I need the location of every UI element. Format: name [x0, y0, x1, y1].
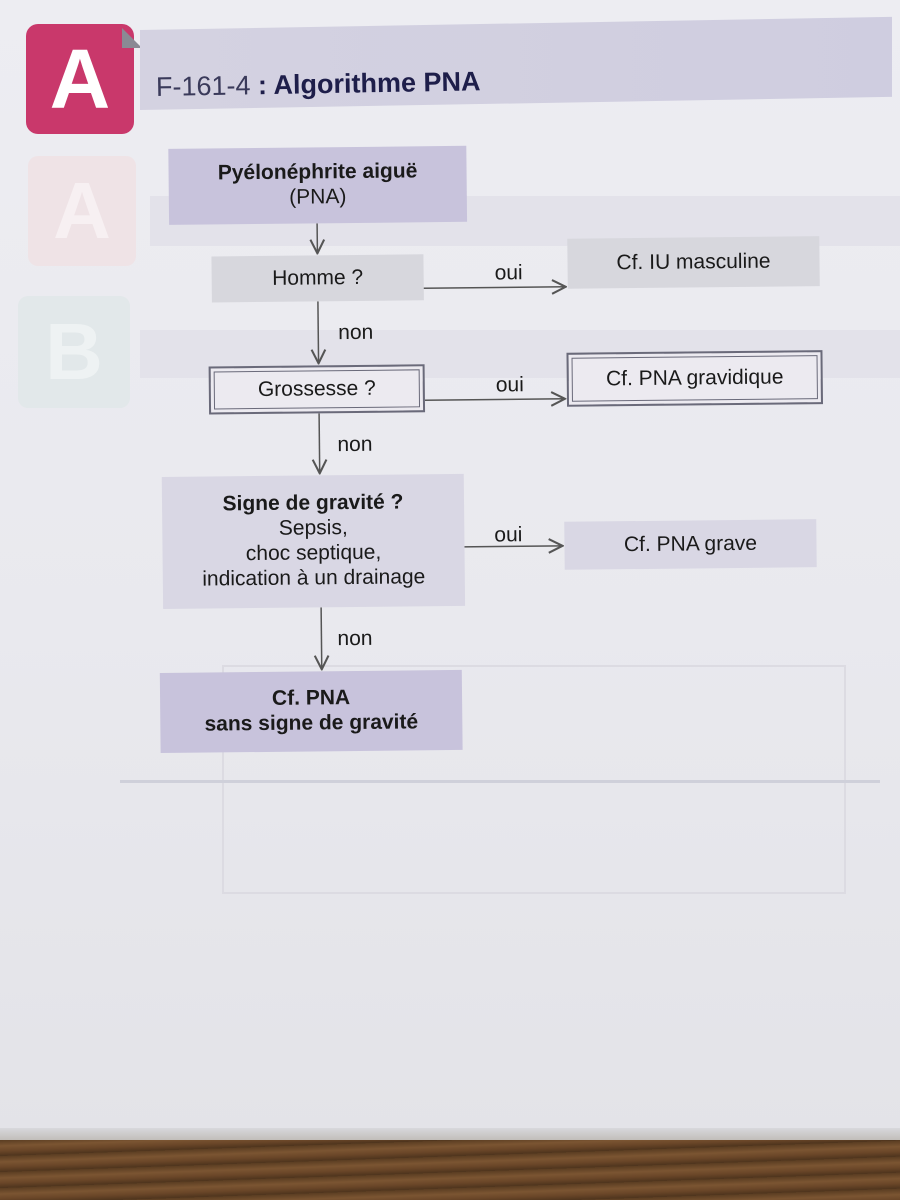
question-gravite-title: Signe de gravité ? — [222, 490, 404, 516]
badge-corner — [122, 28, 142, 48]
question-gravite-line2: choc septique, — [245, 540, 382, 566]
result-pna-gravidique: Cf. PNA gravidique — [566, 350, 824, 407]
q2-yes-label: oui — [495, 373, 524, 397]
question-gravite-line1: Sepsis, — [278, 516, 348, 541]
ghost-badge-a: A — [28, 156, 136, 266]
q2-no-label: non — [337, 432, 373, 457]
end-node-line1: Cf. PNA — [271, 686, 351, 711]
question-homme: Homme ? — [211, 254, 424, 303]
flow-arrows — [0, 223, 900, 1145]
ghost-frame — [222, 665, 846, 894]
arrow-q3-no — [321, 607, 322, 669]
question-gravite: Signe de gravité ? Sepsis, choc septique… — [161, 473, 466, 610]
start-node: Pyélonéphrite aiguë (PNA) — [168, 145, 468, 225]
arrow-q2-yes — [423, 399, 565, 400]
result-iu-masculine-label: Cf. IU masculine — [616, 249, 771, 274]
arrow-q2-no — [319, 413, 320, 473]
q1-no-label: non — [338, 320, 374, 345]
start-node-title: Pyélonéphrite aiguë — [217, 159, 418, 185]
end-node-line2: sans signe de gravité — [204, 710, 419, 736]
table-surface — [0, 1140, 900, 1200]
page-edge — [0, 1128, 900, 1142]
question-gravite-line3: indication à un drainage — [202, 565, 426, 591]
result-pna-gravidique-label: Cf. PNA gravidique — [605, 365, 784, 390]
result-pna-grave-label: Cf. PNA grave — [623, 531, 758, 556]
ghost-badge-b: B — [18, 296, 130, 408]
start-node-subtitle: (PNA) — [289, 185, 347, 209]
result-iu-masculine: Cf. IU masculine — [567, 236, 820, 289]
q3-no-label: non — [337, 626, 373, 651]
result-pna-grave: Cf. PNA grave — [564, 519, 817, 570]
question-grossesse: Grossesse ? — [208, 364, 426, 415]
arrow-q1-no — [318, 301, 319, 363]
question-grossesse-label: Grossesse ? — [257, 376, 376, 401]
q1-yes-label: oui — [494, 261, 523, 285]
arrow-q1-yes — [422, 287, 566, 288]
section-badge: A — [26, 24, 134, 134]
flowchart: Pyélonéphrite aiguë (PNA) Homme ? oui Cf… — [0, 145, 900, 1145]
arrow-q3-yes — [462, 546, 562, 547]
ghost-rule — [120, 780, 880, 783]
question-homme-label: Homme ? — [272, 265, 364, 290]
end-node: Cf. PNA sans signe de gravité — [159, 669, 463, 754]
q3-yes-label: oui — [494, 523, 523, 547]
